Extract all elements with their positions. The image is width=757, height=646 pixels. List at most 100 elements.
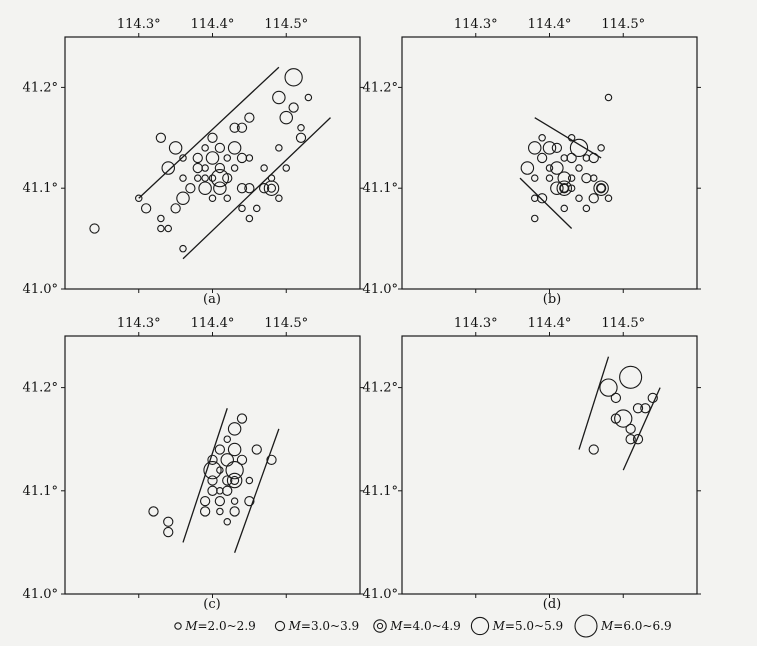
earthquake-point (185, 183, 196, 194)
earthquake-point (647, 392, 658, 404)
earthquake-point (176, 191, 190, 206)
earthquake-point (214, 444, 226, 455)
earthquake-point (163, 516, 174, 527)
earthquake-point (245, 214, 254, 223)
earthquake-point (230, 164, 239, 172)
earthquake-point (223, 194, 232, 203)
earthquake-point (155, 132, 167, 143)
earthquake-point (222, 485, 233, 496)
earthquake-point (551, 142, 563, 154)
earthquake-point (227, 442, 242, 457)
earthquake-point (575, 194, 583, 203)
earthquake-point (604, 194, 613, 203)
y-tick-label: 41.2° (23, 381, 58, 396)
earthquake-point (157, 214, 165, 223)
earthquake-point (538, 134, 546, 142)
earthquake-point (164, 224, 173, 233)
earthquake-point (288, 102, 299, 113)
earthquake-point (135, 194, 143, 203)
earthquake-point (284, 68, 303, 87)
earthquake-point (527, 141, 542, 155)
earthquake-point (304, 93, 313, 102)
earthquake-point (610, 413, 622, 424)
earthquake-point (275, 144, 283, 152)
earthquake-point (244, 183, 255, 194)
earthquake-point (520, 161, 535, 175)
earthquake-point (536, 193, 548, 204)
earthquake-point (588, 152, 599, 164)
earthquake-point (244, 495, 255, 507)
earthquake-point (625, 434, 636, 445)
y-tick-label: 41.1° (23, 181, 58, 196)
x-tick-label: 114.3° (454, 17, 498, 32)
plot-frame (401, 335, 698, 595)
earthquake-point-outer (593, 180, 609, 196)
earthquake-point (238, 204, 246, 213)
earthquake-point (207, 132, 218, 143)
earthquake-point (595, 183, 607, 194)
y-tick-label: 41.0° (363, 282, 398, 297)
legend-label: M=2.0~2.9 (184, 619, 256, 633)
legend-symbol (274, 620, 286, 632)
earthquake-point (295, 132, 307, 143)
earthquake-point (619, 365, 643, 389)
legend-label: M=5.0~5.9 (492, 619, 564, 633)
earthquake-point (179, 154, 187, 162)
earthquake-point (614, 409, 633, 428)
earthquake-point (199, 495, 211, 507)
legend-item: M=3.0~3.9 (274, 619, 359, 633)
x-tick-label: 114.5° (601, 17, 645, 32)
earthquake-point (569, 138, 589, 158)
earthquake-point (251, 444, 262, 455)
earthquake-point (214, 142, 226, 154)
earthquake-point (214, 495, 226, 507)
legend-symbol-inner (376, 622, 384, 630)
legend: M=2.0~2.9 M=3.0~3.9 M=4.0~4.9 M=5.0~5.9 M=6.… (174, 614, 672, 638)
earthquake-point (560, 204, 568, 213)
earthquake-point (275, 194, 283, 203)
earthquake-point (213, 181, 227, 195)
y-tick-label: 41.1° (23, 484, 58, 499)
earthquake-point (610, 392, 622, 404)
y-tick-label: 41.2° (363, 381, 398, 396)
earthquake-point (236, 454, 248, 465)
fault-line (622, 387, 661, 471)
earthquake-point (194, 174, 202, 182)
legend-item: M=4.0~4.9 (373, 619, 461, 633)
panel-b: 114.3°114.4°114.5°41.2°41.1°41.0°(b) (363, 17, 701, 307)
earthquake-point (222, 172, 233, 184)
earthquake-point (588, 444, 599, 455)
earthquake-point (542, 141, 557, 155)
earthquake-point (229, 506, 240, 517)
earthquake-point (597, 144, 605, 152)
earthquake-point (192, 162, 203, 174)
earthquake-point (582, 204, 591, 213)
earthquake-point (279, 110, 293, 125)
earthquake-point (203, 461, 222, 480)
earthquake-point-outer (556, 180, 572, 196)
earthquake-point (575, 164, 583, 172)
earthquake-point (297, 123, 305, 132)
x-tick-label: 114.4° (191, 316, 235, 331)
earthquake-point (236, 413, 248, 424)
legend-symbol (470, 616, 490, 636)
earthquake-point (245, 476, 254, 485)
earthquake-point (625, 423, 636, 435)
earthquake-point (640, 403, 651, 414)
earthquake-point-inner (596, 183, 606, 193)
earthquake-point (225, 461, 244, 480)
earthquake-point (604, 93, 613, 102)
earthquake-point (170, 203, 181, 214)
x-tick-label: 114.3° (117, 316, 161, 331)
legend-symbol (574, 614, 598, 638)
earthquake-point (223, 435, 232, 443)
plot-frame (401, 36, 698, 290)
x-tick-label: 114.4° (528, 316, 572, 331)
earthquake-point (550, 161, 564, 175)
y-tick-label: 41.0° (363, 587, 398, 602)
legend-item: M=6.0~6.9 (574, 614, 672, 638)
earthquake-point (229, 122, 240, 133)
earthquake-point (208, 194, 217, 203)
earthquake-point (168, 141, 183, 155)
